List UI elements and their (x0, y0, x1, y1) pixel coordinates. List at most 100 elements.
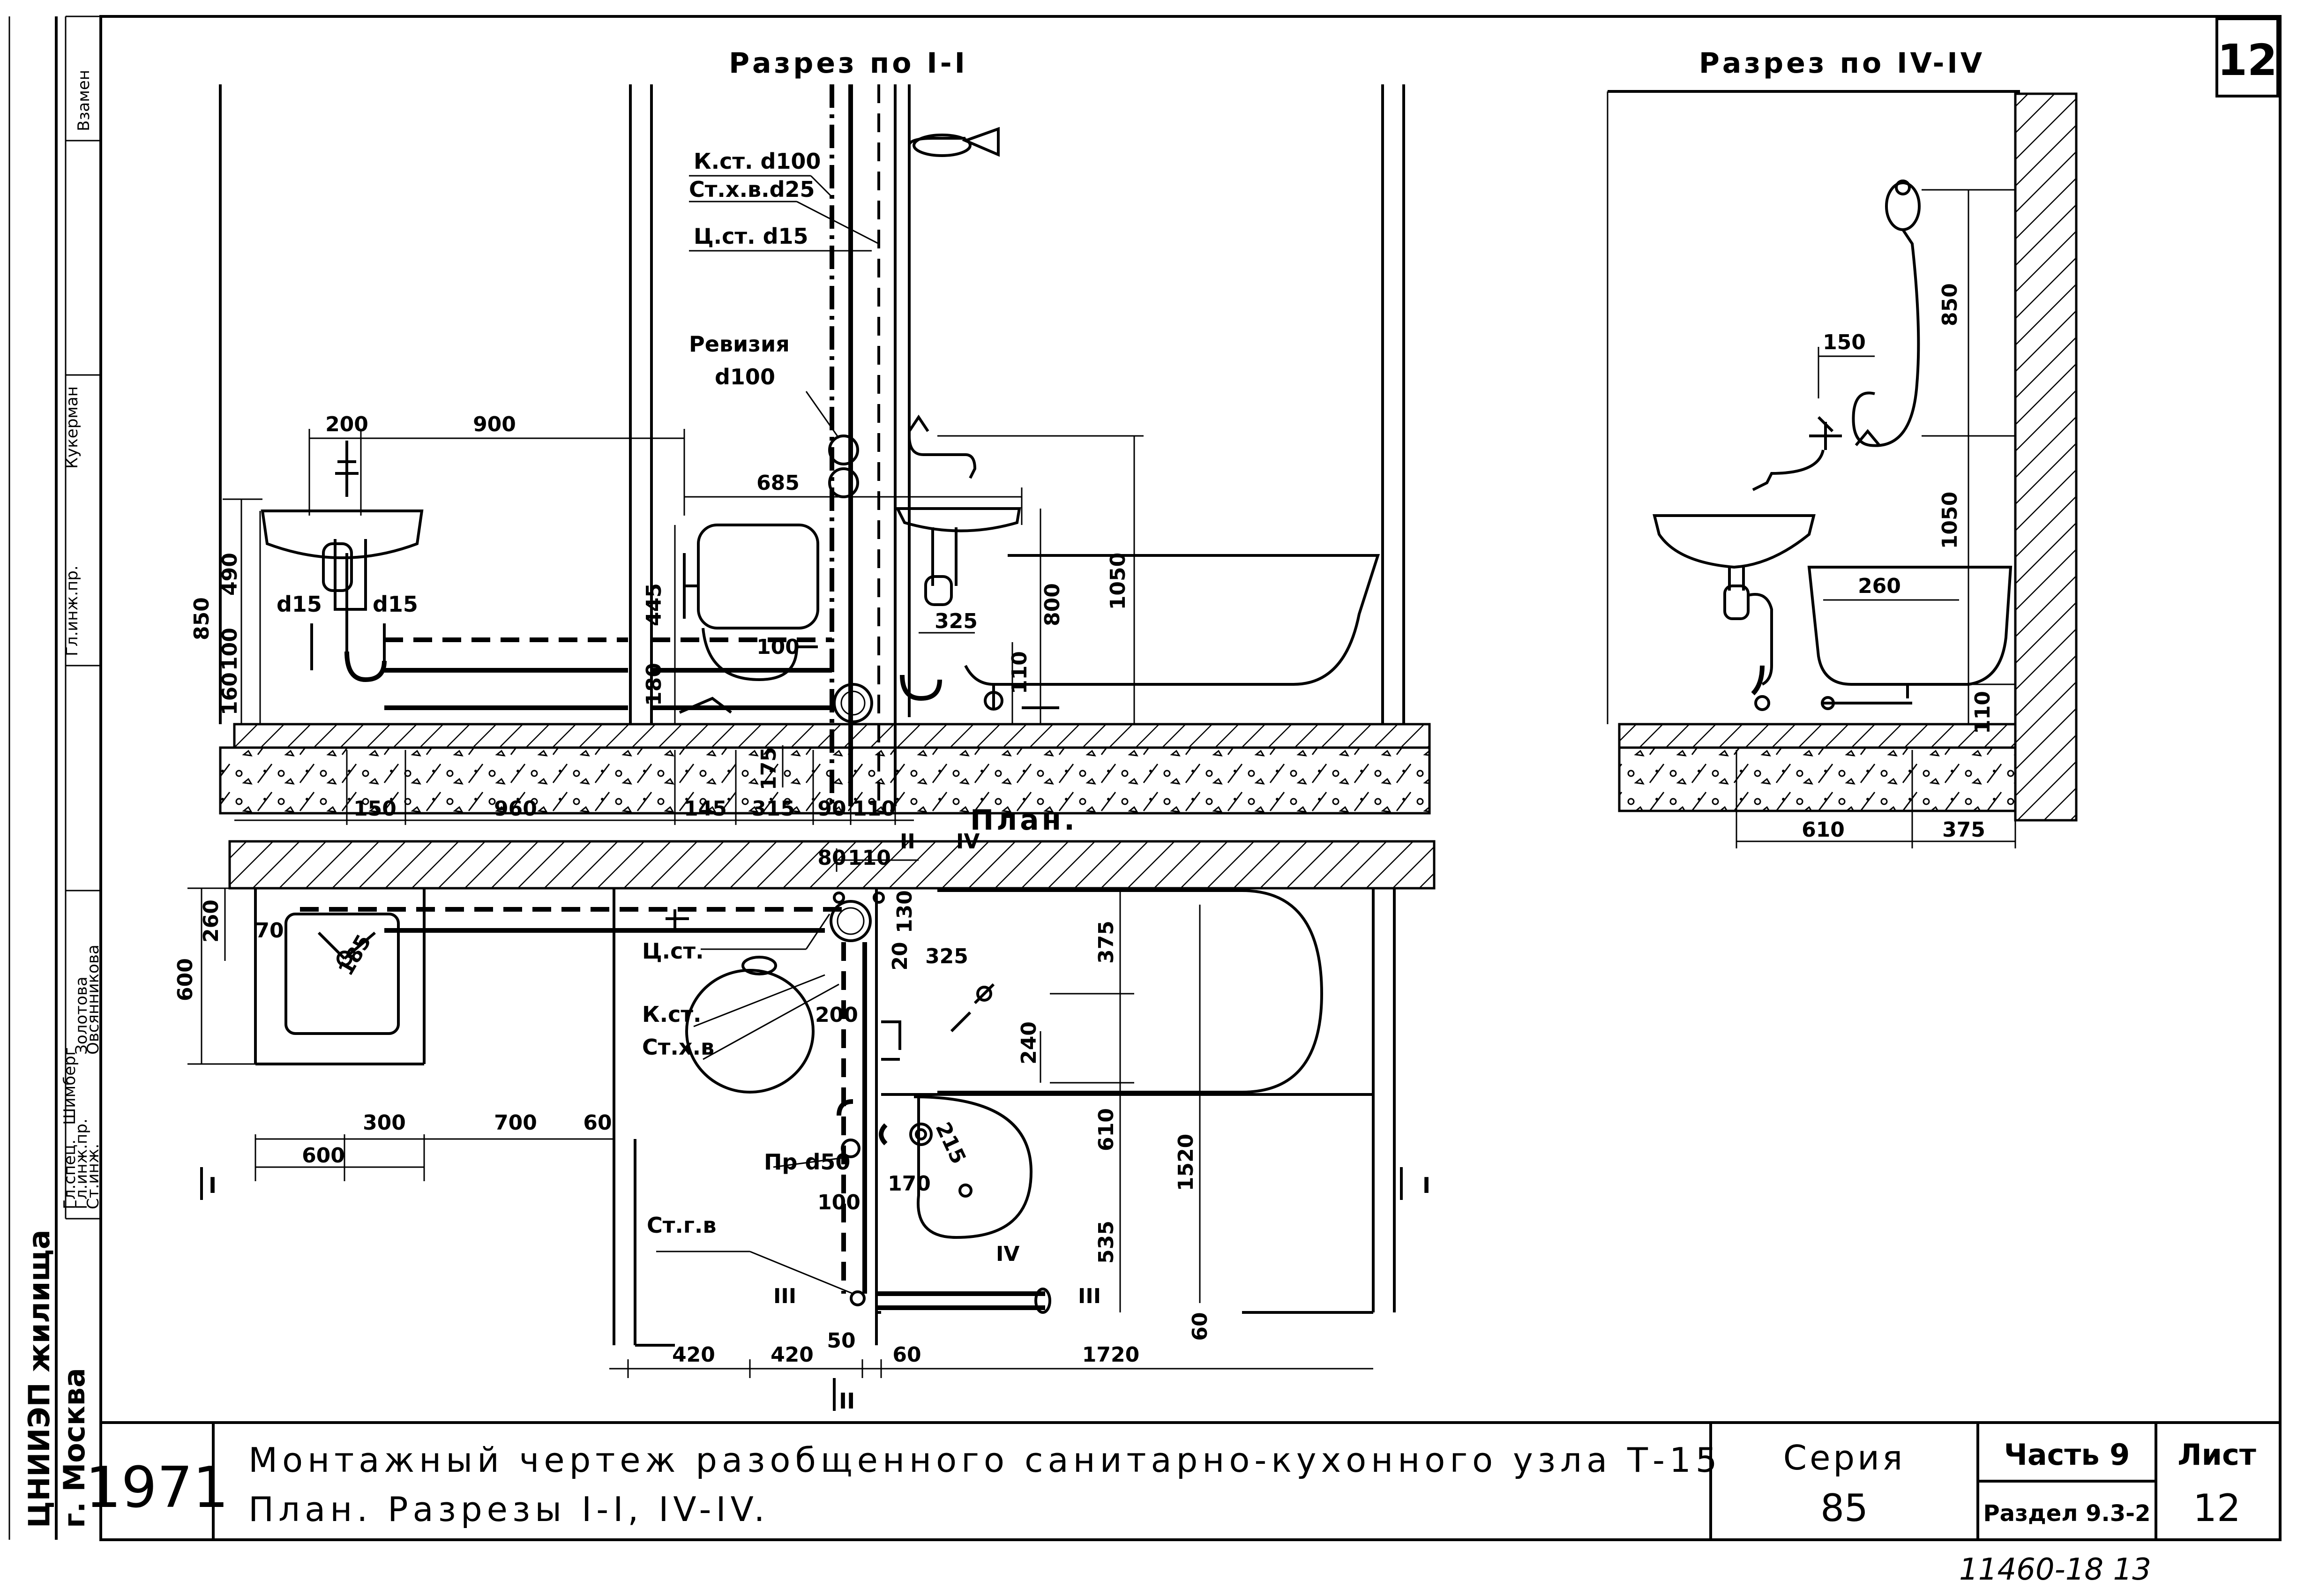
dim-325: 325 (935, 609, 978, 633)
plan-wc-bowl (685, 969, 815, 1094)
plan-dim-600-horizontal: 600 (302, 1144, 345, 1168)
cut-1-left: I (209, 1173, 217, 1198)
plan-dim-200: 200 (815, 1003, 858, 1027)
label-d15-left: d15 (277, 592, 322, 617)
dim-iv-110: 110 (1971, 691, 1995, 734)
dim-iv-850: 850 (1938, 283, 1962, 326)
cut-markers: I I II II III III IV IV (200, 830, 1430, 1414)
wc-cistern (697, 524, 819, 629)
plan-dim-700: 700 (494, 1111, 537, 1135)
cut-4-top: IV (956, 830, 980, 854)
stamp-replace-label: Взамен (75, 70, 93, 131)
dim-160: 160 (218, 672, 242, 715)
label-heating-riser: Ц.ст. d15 (694, 224, 808, 249)
dim-iv-375: 375 (1942, 818, 1985, 842)
plan-dim-170: 170 (888, 1172, 931, 1196)
label-d15-right: d15 (373, 592, 418, 617)
title-line-2: План. Разрезы I-I, IV-IV. (248, 1490, 770, 1529)
section-1-drawing: К.ст. d100 Ст.х.в.d25 Ц.ст. d15 Ревизия … (190, 84, 1431, 825)
archive-number: 11460-18 13 (1959, 1552, 2151, 1587)
plan-dim-215: 215 (931, 1118, 971, 1168)
cut-2-bottom: II (839, 1388, 855, 1414)
dim-iv-260: 260 (1858, 574, 1901, 598)
dim-100-wc: 100 (756, 635, 800, 659)
plan-dim-375: 375 (1094, 921, 1118, 964)
dim-850: 850 (190, 597, 214, 640)
plan-label-hot-water-riser: Ст.г.в (647, 1213, 717, 1238)
plan-dim-300: 300 (363, 1111, 406, 1135)
dim-800: 800 (1040, 583, 1064, 626)
plan-outer-wall (228, 840, 1436, 890)
cut-1-right: I (1422, 1173, 1430, 1198)
cut-3-left: III (773, 1284, 796, 1308)
revision-hatch (828, 435, 859, 465)
shower-head (961, 127, 1000, 157)
plan-label-cold-water-riser: Ст.х.в (642, 1034, 714, 1060)
title-sheet-value: 12 (2193, 1486, 2241, 1530)
corner-sheet-number-text: 12 (2217, 35, 2277, 85)
plan-label-drain: Пр d50 (764, 1149, 850, 1175)
dim-175: 175 (757, 747, 781, 790)
plan-dim-260: 260 (199, 899, 223, 943)
plan-dim-240: 240 (1017, 1021, 1041, 1064)
section-4-title: Разрез по IV-IV (1699, 47, 1985, 80)
floor-slab (219, 746, 1431, 815)
dim-110-bottom: 110 (853, 797, 896, 821)
plan-dim-1520: 1520 (1174, 1134, 1198, 1191)
title-block: 1971 Монтажный чертеж разобщенного санит… (85, 1423, 2256, 1540)
plan-dim-60: 60 (583, 1111, 612, 1135)
label-cold-water-riser: Ст.х.в.d25 (689, 177, 815, 202)
title-series-value: 85 (1820, 1486, 1868, 1530)
plan-drawing: План. (173, 804, 1436, 1414)
stamp-upper-role: Гл.инж.пр. (63, 565, 82, 656)
corner-sheet-number: 12 (2215, 17, 2279, 97)
dim-90: 90 (817, 797, 846, 821)
plan-dim-325: 325 (925, 944, 968, 968)
title-series-label: Серия (1783, 1438, 1905, 1477)
label-revision-size: d100 (715, 364, 775, 390)
shower-head-iv (1885, 181, 1921, 231)
plan-kitchen-sink (284, 913, 400, 1035)
section-1-title: Разрез по I-I (729, 47, 968, 80)
washbasin-iv (1653, 514, 1816, 569)
plan-dim-20: 20 (888, 942, 912, 970)
section-4-wall (2014, 92, 2078, 822)
plan-label-heating-riser: Ц.ст. (642, 938, 704, 964)
stamp-name-1: Шимберг (60, 1048, 79, 1125)
dim-685: 685 (756, 471, 800, 495)
plan-sewer-riser (830, 900, 872, 942)
bathtub-iv (1807, 566, 2013, 686)
stamp-name-3: Овсянникова (84, 944, 103, 1055)
wc-bowl (702, 628, 818, 682)
plan-dim-80: 80 (817, 846, 846, 870)
plan-dim-60-bottom: 60 (892, 1343, 921, 1367)
plan-label: План. (970, 804, 1077, 837)
title-section: Раздел 9.3-2 (1983, 1500, 2151, 1527)
dim-145: 145 (684, 797, 727, 821)
plan-washbasin (913, 1095, 1033, 1239)
plan-bathtub (937, 889, 1324, 1094)
plan-hot-water-riser (850, 1290, 866, 1306)
sheet-frame (99, 15, 2282, 1541)
plan-dim-50: 50 (827, 1329, 855, 1353)
plan-dim-600-vertical: 600 (173, 958, 197, 1001)
dim-iv-150: 150 (1823, 330, 1866, 354)
title-line-1: Монтажный чертеж разобщенного санитарно-… (248, 1440, 1722, 1480)
dim-100: 100 (218, 628, 242, 671)
plan-dim-110: 110 (848, 846, 891, 870)
dim-150: 150 (353, 797, 397, 821)
dim-1050: 1050 (1106, 553, 1130, 610)
side-stamp: ЦНИИЭП жилища г. Москва Гл.спец. Шимберг… (8, 15, 103, 1540)
stamp-upper-name: Кукерман (63, 386, 82, 469)
plan-dim-420-a: 420 (672, 1343, 715, 1367)
plan-dim-1720: 1720 (1082, 1343, 1139, 1367)
title-part: Часть 9 (2004, 1438, 2130, 1472)
dim-110: 110 (1008, 651, 1032, 694)
stamp-name-2: Золотова (72, 976, 91, 1055)
plan-dim-70: 70 (255, 919, 284, 943)
bathtub (964, 554, 1380, 686)
title-year: 1971 (85, 1455, 228, 1521)
mixer-iv (1809, 416, 1842, 450)
dim-445: 445 (642, 583, 666, 626)
